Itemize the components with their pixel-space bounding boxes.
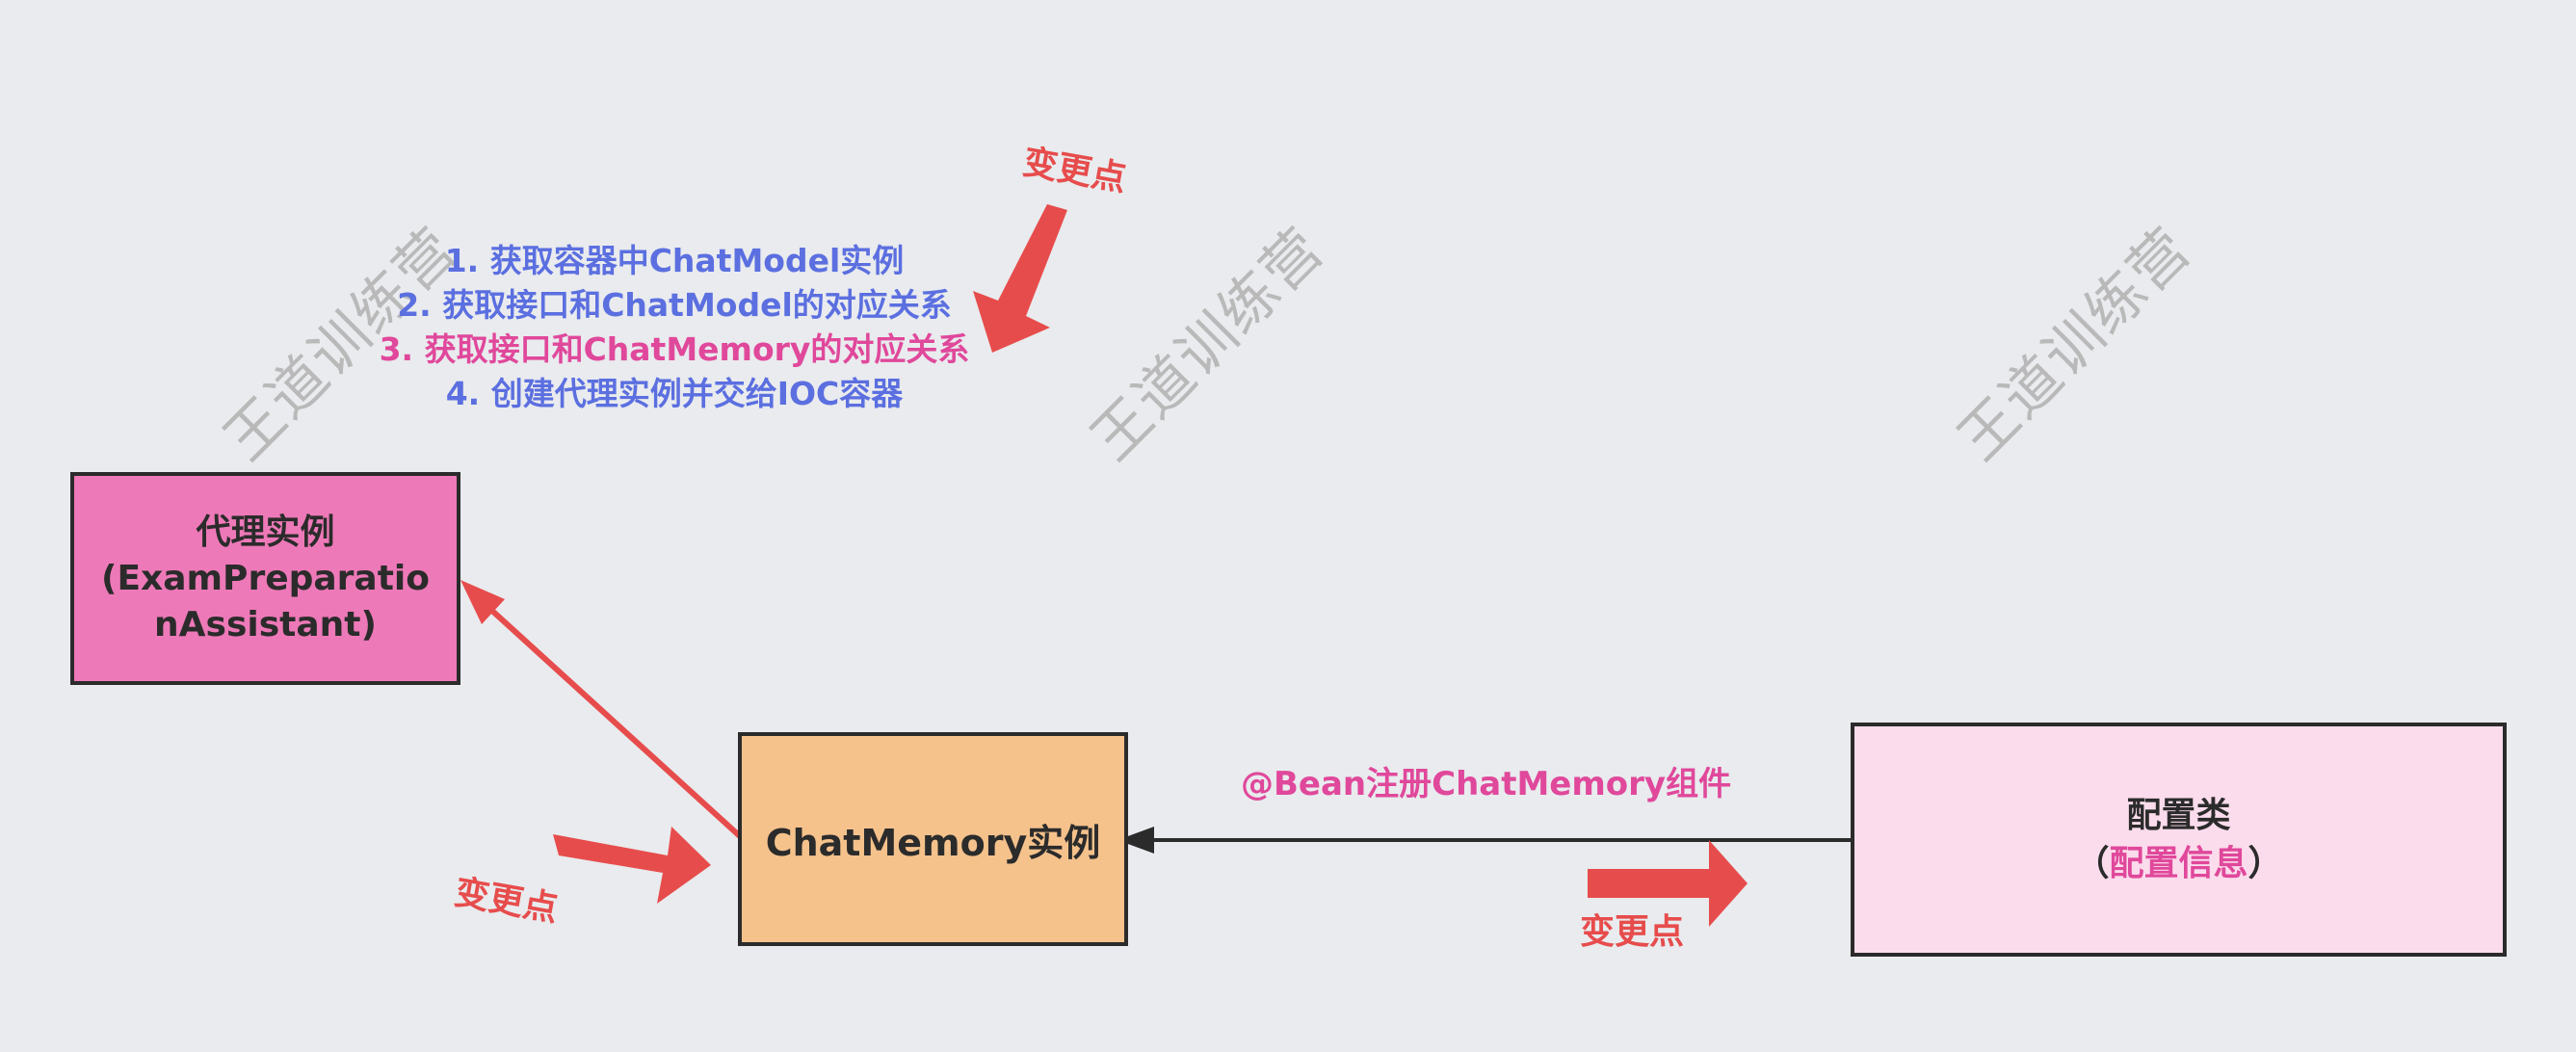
step-list: 1. 获取容器中ChatModel实例 2. 获取接口和ChatModel的对应… — [318, 239, 1031, 416]
change-point-label: 变更点 — [1580, 912, 1685, 952]
config-subtitle: （配置信息） — [2074, 840, 2282, 888]
step-4: 4. 创建代理实例并交给IOC容器 — [445, 375, 904, 412]
config-to-memory-arrowhead — [1117, 827, 1154, 854]
config-paren-open: （ — [2074, 843, 2110, 883]
change-arrow-steps — [973, 204, 1067, 353]
bean-register-label: @Bean注册ChatMemory组件 — [1241, 765, 1732, 803]
chat-memory-node: ChatMemory实例 — [738, 732, 1128, 946]
memory-to-proxy-arrowhead — [460, 580, 505, 624]
step-1: 1. 获取容器中ChatModel实例 — [444, 242, 905, 279]
change-arrow-config — [1588, 840, 1748, 927]
config-class-node: 配置类 （配置信息） — [1851, 723, 2507, 957]
config-title: 配置类 — [2126, 795, 2231, 835]
change-arrow-memory — [553, 827, 711, 904]
step-2: 2. 获取接口和ChatModel的对应关系 — [397, 286, 952, 324]
proxy-instance-node: 代理实例 (ExamPreparatio nAssistant) — [70, 472, 460, 685]
chat-memory-label: ChatMemory实例 — [765, 821, 1101, 864]
memory-to-proxy-edge — [479, 598, 743, 839]
config-paren-close: ） — [2247, 843, 2283, 883]
proxy-class-line-2: nAssistant) — [154, 604, 377, 644]
step-3: 3. 获取接口和ChatMemory的对应关系 — [379, 330, 970, 368]
config-info-label: 配置信息 — [2109, 843, 2248, 883]
proxy-title: 代理实例 — [196, 512, 335, 552]
proxy-class-line-1: (ExamPreparatio — [100, 558, 430, 598]
